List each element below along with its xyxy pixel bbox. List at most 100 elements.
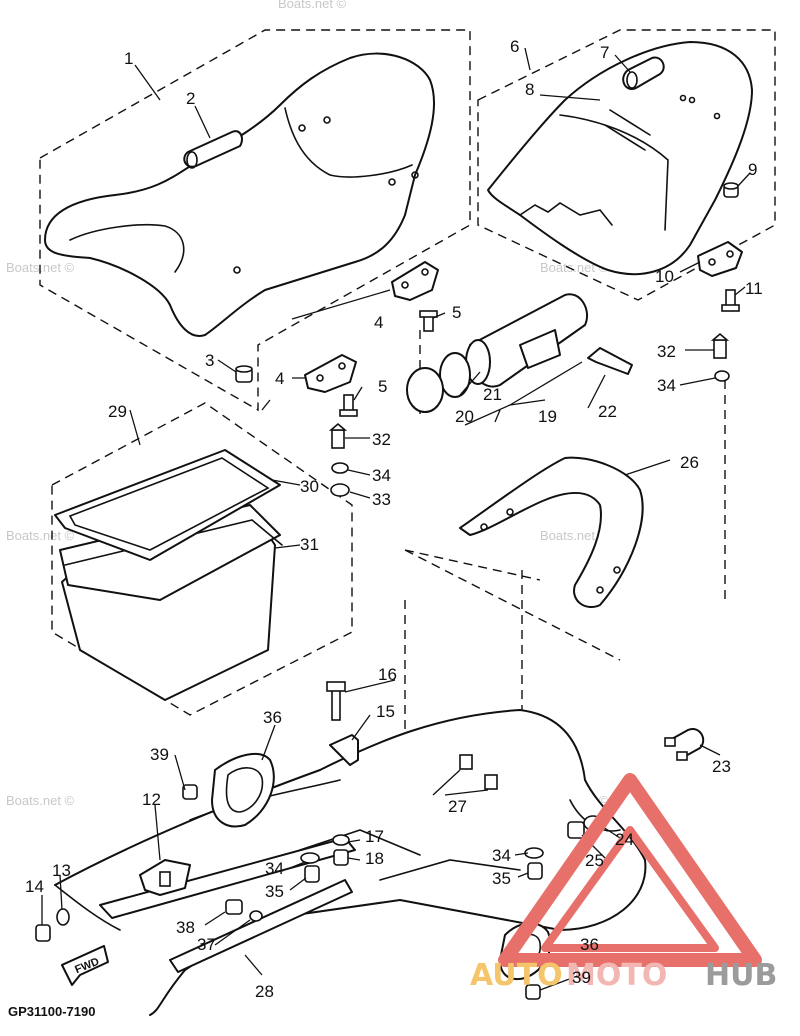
callout-4: 4: [275, 369, 284, 388]
callout-16: 16: [378, 665, 397, 684]
callout-26: 26: [680, 453, 699, 472]
nut: [35, 924, 51, 942]
callout-3: 3: [205, 351, 214, 370]
callout-25: 25: [585, 851, 604, 870]
callout-13: 13: [52, 861, 71, 880]
seat-front-group-outline: [39, 29, 471, 412]
callout-14: 14: [25, 877, 44, 896]
callout-28: 28: [255, 982, 274, 1001]
screw: [182, 784, 198, 800]
bolt: [419, 310, 438, 332]
callout-2: 2: [186, 89, 195, 108]
diagram-code: GP31100-7190: [8, 1004, 95, 1019]
callout-5: 5: [452, 303, 461, 322]
callout-38: 38: [176, 918, 195, 937]
callout-32: 32: [657, 342, 676, 361]
callout-5: 5: [378, 377, 387, 396]
grab-handle: [459, 456, 644, 608]
callout-7: 7: [600, 43, 609, 62]
u-bolt: [664, 728, 705, 761]
callout-34: 34: [265, 859, 284, 878]
callout-21: 21: [483, 385, 502, 404]
callout-9: 9: [748, 160, 757, 179]
callout-29: 29: [108, 402, 127, 421]
callout-34: 34: [372, 466, 391, 485]
callout-34: 34: [492, 846, 511, 865]
seat-rear-group-outline: [477, 29, 776, 301]
callout-30: 30: [300, 477, 319, 496]
washer: [56, 908, 70, 926]
storage-box-group-outline: [51, 402, 353, 716]
callout-27: 27: [448, 797, 467, 816]
bolt: [326, 681, 346, 721]
forward-arrow: [61, 945, 109, 986]
washer: [300, 852, 320, 864]
screw: [525, 984, 541, 1000]
washer: [330, 483, 350, 497]
washer: [249, 910, 263, 922]
callout-8: 8: [525, 80, 534, 99]
nut: [225, 899, 243, 915]
leader-lines: [41, 47, 751, 991]
washer: [332, 834, 350, 846]
watermark: Boats.net ©: [278, 0, 347, 11]
storage-tube: [465, 293, 588, 388]
callout-19: 19: [538, 407, 557, 426]
callout-24: 24: [615, 830, 634, 849]
seat-latch: [139, 859, 191, 896]
callout-10: 10: [655, 267, 674, 286]
callout-20: 20: [455, 407, 474, 426]
callout-34: 34: [657, 376, 676, 395]
callout-4: 4: [374, 313, 383, 332]
bracket: [329, 734, 359, 766]
nut: [333, 849, 349, 866]
cover-plate: [211, 752, 275, 828]
callout-35: 35: [265, 882, 284, 901]
autotmotohub-logo: AUTO MOTO HUB: [470, 773, 777, 993]
assembly-guide-lines: [404, 330, 726, 785]
logo-text-hub: HUB: [705, 958, 777, 993]
callout-6: 6: [510, 37, 519, 56]
callout-39: 39: [572, 968, 591, 987]
logo-text-moto: MOTO: [566, 958, 667, 993]
lock-pin: [710, 332, 730, 359]
seat-strap: [183, 130, 243, 169]
storage-box-gasket: [54, 449, 281, 561]
watermark: Boats.net ©: [6, 528, 75, 543]
seat-bracket: [391, 261, 439, 301]
bolt: [721, 289, 740, 312]
washer: [714, 370, 730, 382]
trim-strip: [99, 837, 356, 973]
watermark: Boats.net ©: [6, 793, 75, 808]
callout-22: 22: [598, 402, 617, 421]
callout-32: 32: [372, 430, 391, 449]
seat-bracket: [304, 354, 357, 393]
callout-33: 33: [372, 490, 391, 509]
nut: [567, 821, 585, 839]
o-ring: [439, 352, 471, 398]
callout-37: 37: [197, 935, 216, 954]
watermark: Boats.net ©: [540, 528, 609, 543]
callout-12: 12: [142, 790, 161, 809]
lock-pin: [328, 422, 348, 449]
callout-11: 11: [745, 279, 763, 298]
nut: [527, 862, 543, 880]
callout-35: 35: [492, 869, 511, 888]
callout-15: 15: [376, 702, 395, 721]
nut: [304, 865, 320, 883]
nut: [723, 182, 739, 198]
tube-cap: [406, 367, 444, 413]
callout-23: 23: [712, 757, 731, 776]
callout-36: 36: [263, 708, 282, 727]
callout-18: 18: [365, 849, 384, 868]
callout-36: 36: [580, 935, 599, 954]
bolt: [339, 394, 358, 417]
seat-bracket: [697, 241, 743, 277]
logo-text-auto: AUTO: [470, 958, 563, 993]
nut: [235, 365, 253, 383]
washer: [331, 462, 349, 474]
fitting: [459, 754, 498, 790]
seat-strap: [622, 56, 665, 90]
watermark: Boats.net ©: [540, 260, 609, 275]
